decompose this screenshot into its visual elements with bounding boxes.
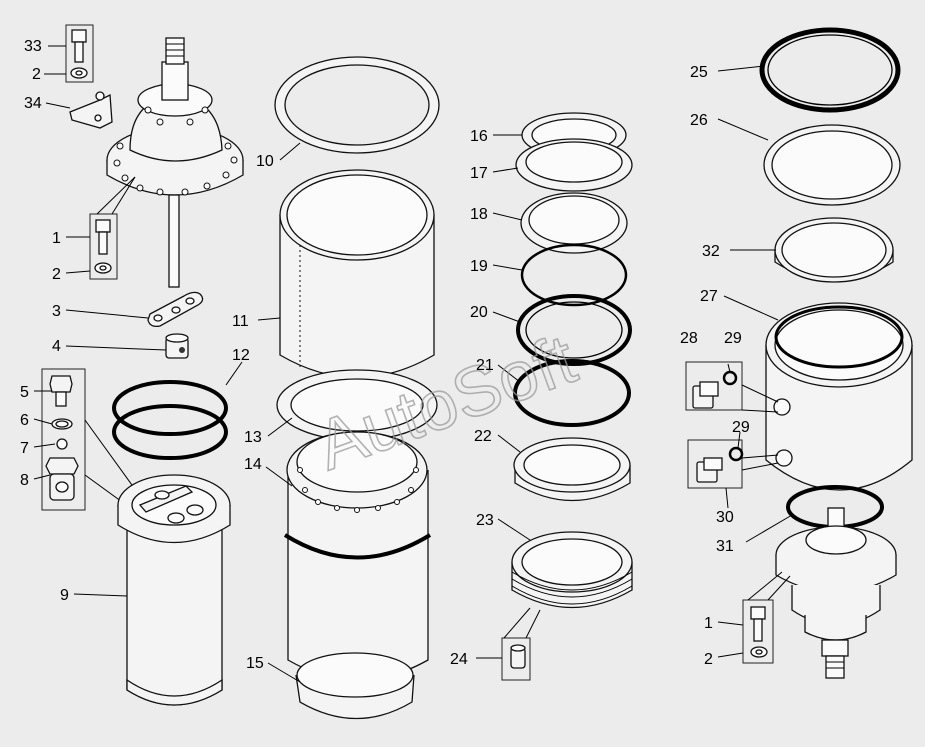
ball-7 [56, 438, 68, 450]
nut-4 [165, 333, 189, 359]
callout-34: 34 [24, 95, 42, 112]
bracket-34 [69, 91, 113, 129]
seal-ring-12 [112, 380, 228, 460]
callout-19: 19 [470, 258, 488, 275]
ring-23 [511, 531, 633, 609]
callout-7: 7 [20, 440, 29, 457]
ring-20 [516, 294, 632, 366]
callout-13: 13 [244, 429, 262, 446]
ring-15 [295, 652, 415, 720]
piston-holes [297, 467, 419, 513]
callout-16: 16 [470, 128, 488, 145]
ring-19 [520, 243, 628, 307]
callout-25: 25 [690, 64, 708, 81]
callout-3: 3 [52, 303, 61, 320]
callout-17: 17 [470, 165, 488, 182]
ring-10 [274, 56, 440, 154]
callout-6: 6 [20, 412, 29, 429]
seal-29-upper [722, 370, 738, 386]
washer-2-right [750, 646, 768, 658]
flange-holes [113, 106, 238, 196]
ring-17 [515, 138, 633, 192]
ring-26 [763, 124, 901, 206]
callout-30: 30 [716, 509, 734, 526]
callout-15: 15 [246, 655, 264, 672]
callout-5: 5 [20, 384, 29, 401]
bolt-1-left [95, 219, 111, 255]
ring-25 [759, 27, 901, 113]
washer-2-left [94, 262, 112, 274]
callout-10: 10 [256, 153, 274, 170]
top-mount-flange [106, 37, 244, 288]
callout-box-30 [687, 439, 743, 489]
callout-8: 8 [20, 472, 29, 489]
bottom-mount [775, 507, 897, 679]
callout-28: 28 [680, 330, 698, 347]
callout-2: 2 [32, 66, 41, 83]
cylinder-9 [117, 474, 231, 706]
piston-14 [283, 431, 432, 681]
callout-29-lower: 29 [732, 419, 750, 436]
callout-4: 4 [52, 338, 61, 355]
bolt-33 [71, 29, 87, 63]
washer-2-top [70, 67, 88, 79]
bolt-1-right [750, 606, 766, 642]
o-ring-6 [51, 418, 73, 430]
callout-labels: 33 2 34 1 2 3 4 5 6 7 8 9 10 11 12 13 14… [20, 38, 750, 672]
cylinder-11 [279, 169, 435, 379]
plug-28 [692, 381, 719, 409]
housing-27 [765, 302, 913, 491]
callout-11: 11 [232, 313, 249, 330]
callout-box-24 [501, 637, 531, 681]
callout-33: 33 [24, 38, 42, 55]
callout-18: 18 [470, 206, 488, 223]
callout-box-1-right [742, 599, 774, 664]
ring-18 [520, 192, 628, 254]
plate-3 [147, 291, 204, 328]
gasket-13 [276, 369, 438, 441]
callout-box-33 [65, 24, 94, 83]
leader-lines [33, 45, 793, 683]
ring-22 [513, 437, 631, 502]
callout-22: 22 [474, 428, 492, 445]
fitting-8 [45, 457, 79, 501]
callout-1: 1 [52, 230, 61, 247]
callout-2-right: 2 [704, 651, 713, 668]
callout-24: 24 [450, 651, 468, 668]
seal-29-lower [728, 446, 744, 462]
callout-12: 12 [232, 347, 250, 364]
dowel-24 [510, 644, 526, 669]
callout-32: 32 [702, 243, 720, 260]
ring-21 [513, 359, 631, 427]
callout-29-upper: 29 [724, 330, 742, 347]
plug-5 [49, 375, 73, 407]
plug-30 [696, 457, 723, 483]
callout-23: 23 [476, 512, 494, 529]
callout-21: 21 [476, 357, 494, 374]
callout-9: 9 [60, 587, 69, 604]
callout-14: 14 [244, 456, 262, 473]
callout-box-1 [89, 213, 118, 280]
callout-26: 26 [690, 112, 708, 129]
callout-31: 31 [716, 538, 734, 555]
callout-1-right: 1 [704, 615, 713, 632]
callout-27: 27 [700, 288, 718, 305]
callout-box-5-8 [41, 368, 86, 511]
callout-box-28 [685, 361, 743, 411]
ring-32 [774, 217, 894, 283]
callout-2-mid: 2 [52, 266, 61, 283]
callout-20: 20 [470, 304, 488, 321]
